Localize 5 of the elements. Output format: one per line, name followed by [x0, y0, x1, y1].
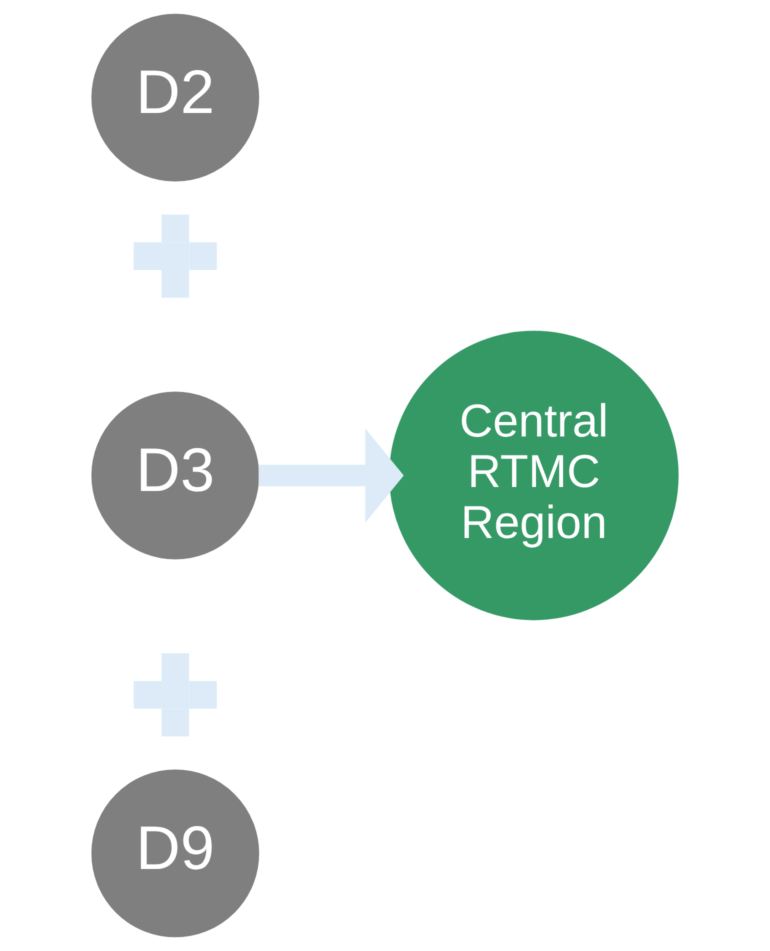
node-circle: D3 [91, 392, 260, 560]
node-circle: D2 [91, 14, 260, 182]
node-circle: D9 [91, 770, 260, 938]
arrow [258, 428, 404, 523]
node-circle: Central RTMC Region [389, 330, 679, 620]
